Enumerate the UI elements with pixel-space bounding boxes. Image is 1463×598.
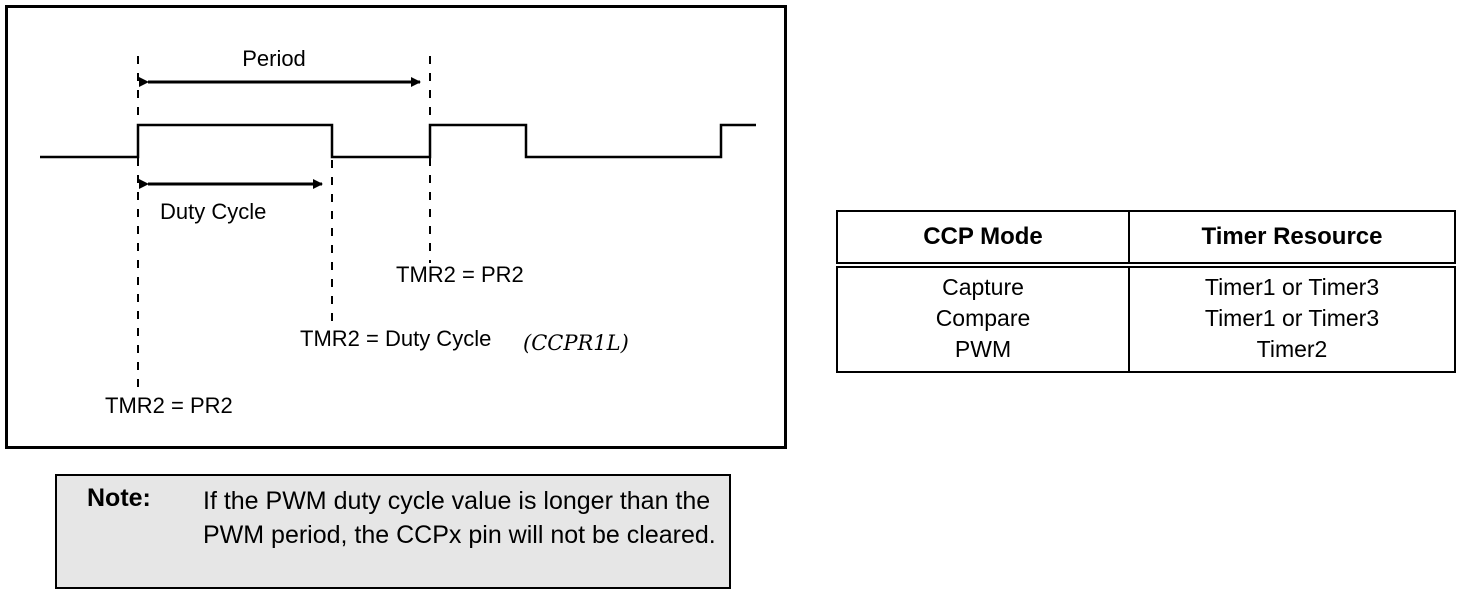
table-cell-timer: Timer2 — [1256, 336, 1328, 362]
table-cell-mode: PWM — [837, 334, 1130, 372]
timing-diagram-canvas: Period Duty Cycle TMR2 = PR2 TMR2 = Duty… — [40, 46, 756, 418]
column-header-ccp-mode: CCP Mode — [837, 211, 1130, 268]
period-label: Period — [242, 46, 306, 71]
note-text: If the PWM duty cycle value is longer th… — [203, 487, 716, 549]
table-header-row: CCP Mode Timer Resource — [837, 211, 1455, 268]
pwm-waveform — [40, 123, 756, 159]
tmr2-duty-cycle-label: TMR2 = Duty Cycle — [300, 326, 491, 351]
table-row: PWM Timer2 — [837, 334, 1455, 372]
ccp-timer-resource-table: CCP Mode Timer Resource Capture Timer1 o… — [836, 210, 1456, 373]
table-row: Compare Timer1 or Timer3 — [837, 303, 1455, 334]
duty-cycle-label: Duty Cycle — [160, 199, 266, 224]
table-cell-mode: Compare — [837, 303, 1130, 334]
table-cell-timer: Timer1 or Timer3 — [1204, 274, 1380, 300]
pwm-timing-diagram: Period Duty Cycle TMR2 = PR2 TMR2 = Duty… — [5, 5, 787, 449]
column-header-timer-resource: Timer Resource — [1129, 211, 1455, 268]
tmr2-pr2-left-label: TMR2 = PR2 — [105, 393, 233, 418]
ccpr1l-math-label: (CCPR1L) — [523, 331, 629, 355]
table-cell-timer: Timer1 or Timer3 — [1204, 305, 1380, 331]
tmr2-pr2-right-label: TMR2 = PR2 — [396, 262, 524, 287]
note-label: Note: — [87, 484, 151, 512]
table-row: Capture Timer1 or Timer3 — [837, 265, 1455, 303]
table-cell-mode: Capture — [837, 265, 1130, 303]
note-box: Note: If the PWM duty cycle value is lon… — [55, 474, 731, 589]
